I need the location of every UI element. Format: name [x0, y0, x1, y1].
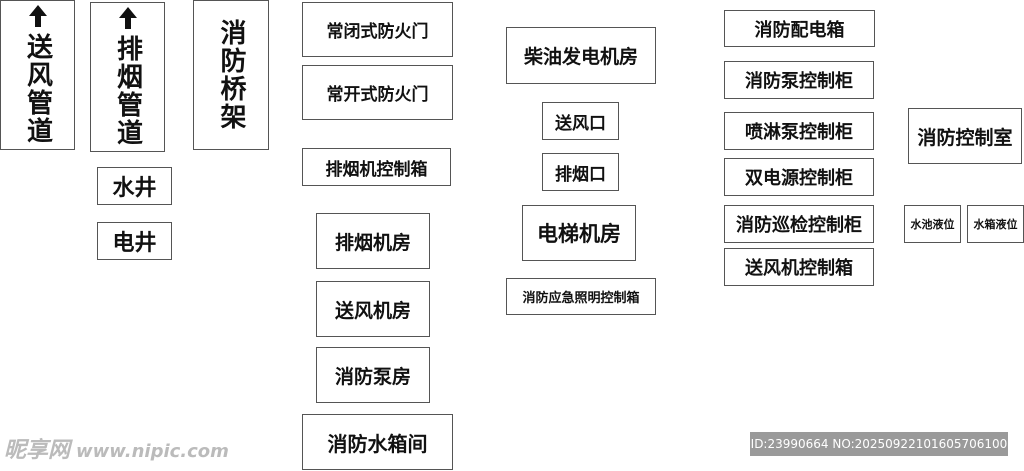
sign-label: 电梯机房 — [537, 222, 621, 246]
arrow-up-icon — [28, 5, 47, 27]
sign-xiaofang-peidianxiang: 消防配电箱 — [724, 10, 875, 47]
sign-label: 消防泵控制柜 — [745, 71, 853, 92]
sign-label: 排烟口 — [555, 164, 606, 185]
sign-label: 消防泵房 — [334, 365, 411, 388]
sign-songfeng-jifang: 送风机房 — [316, 281, 430, 337]
sign-xiaofang-bengkongzhigui: 消防泵控制柜 — [724, 61, 874, 99]
sign-dianjing: 电井 — [97, 222, 172, 260]
sign-label: 送风机房 — [334, 299, 411, 322]
sign-xiaofang-bengfang: 消防泵房 — [316, 347, 430, 403]
sign-label: 送风机控制箱 — [745, 258, 853, 279]
sign-songfengkou: 送风口 — [542, 102, 619, 140]
sign-yingji-zhaoming-kongzhixiang: 消防应急照明控制箱 — [506, 278, 656, 315]
arrow-up-icon — [118, 7, 137, 29]
sign-penlin-bengkongzhigui: 喷淋泵控制柜 — [724, 112, 874, 150]
sign-label: 消防桥架 — [216, 19, 246, 131]
sign-label: 消防巡检控制柜 — [736, 215, 862, 236]
sign-label: 喷淋泵控制柜 — [745, 122, 853, 143]
sign-label: 排烟机房 — [334, 231, 411, 254]
sign-label: 排烟机控制箱 — [325, 159, 428, 180]
sign-label: 水箱液位 — [973, 218, 1018, 231]
sign-label: 送风口 — [555, 113, 606, 134]
sign-songfeng-guandao: 送风管道 — [0, 0, 75, 150]
sign-xiaofang-xunjian-kongzhigui: 消防巡检控制柜 — [724, 205, 874, 243]
sign-paiyan-jifang: 排烟机房 — [316, 213, 430, 269]
sign-label: 水池液位 — [910, 218, 955, 231]
sign-shuixiang-yewei: 水箱液位 — [967, 205, 1024, 243]
sign-changbi-fanghuomen: 常闭式防火门 — [302, 2, 453, 57]
sign-label: 电井 — [112, 231, 157, 256]
sign-label: 水井 — [112, 176, 157, 201]
sign-xiaofang-shuixiangjian: 消防水箱间 — [302, 414, 453, 470]
sign-chaiyou-fadianjifang: 柴油发电机房 — [506, 27, 656, 84]
sign-label: 消防配电箱 — [754, 19, 845, 41]
sign-songfengji-kongzhixiang: 送风机控制箱 — [724, 248, 874, 286]
sign-label: 送风管道 — [22, 33, 53, 145]
sign-shuangdianyuan-kongzhigui: 双电源控制柜 — [724, 158, 874, 196]
sign-label: 消防水箱间 — [327, 431, 428, 456]
sign-paiyan-kongzhixiang: 排烟机控制箱 — [302, 148, 451, 186]
sign-changkai-fanghuomen: 常开式防火门 — [302, 65, 453, 120]
watermark-url: www.nipic.com — [76, 441, 229, 462]
sign-xiaofang-kongzhishi: 消防控制室 — [908, 108, 1022, 164]
sign-label: 双电源控制柜 — [745, 168, 853, 189]
watermark-id-text: ID:23990664 NO:20250922101605706100 — [750, 437, 1008, 451]
sign-label: 消防控制室 — [917, 126, 1013, 149]
sign-paiyan-guandao: 排烟管道 — [90, 2, 165, 152]
watermark-brand: 昵享网 — [4, 438, 71, 463]
sign-label: 排烟管道 — [112, 35, 143, 147]
sign-shuichi-yewei: 水池液位 — [904, 205, 961, 243]
sign-xiaofang-qiaojia: 消防桥架 — [193, 0, 269, 150]
sign-label: 柴油发电机房 — [523, 46, 638, 68]
sign-paiyankou: 排烟口 — [542, 153, 619, 191]
sign-label: 消防应急照明控制箱 — [522, 291, 640, 306]
sign-dianti-jifang: 电梯机房 — [522, 205, 636, 261]
sign-label: 常开式防火门 — [326, 85, 429, 105]
watermark-id-bar: ID:23990664 NO:20250922101605706100 — [750, 432, 1008, 456]
sign-shuijing: 水井 — [97, 167, 172, 205]
sign-label: 常闭式防火门 — [326, 22, 429, 42]
